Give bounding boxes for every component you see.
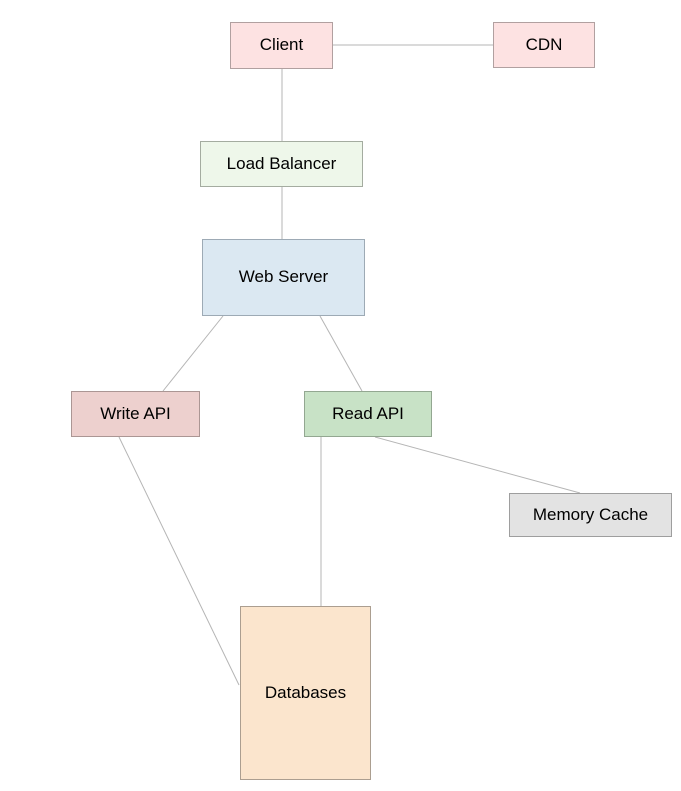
node-label-read-api: Read API	[332, 403, 404, 423]
node-load-balancer: Load Balancer	[200, 141, 363, 187]
node-databases: Databases	[240, 606, 371, 780]
node-client: Client	[230, 22, 333, 69]
node-label-databases: Databases	[264, 682, 347, 702]
node-label-load-balancer: Load Balancer	[226, 153, 337, 173]
node-label-cdn: CDN	[525, 34, 563, 54]
edge-write-api-databases	[118, 436, 240, 686]
node-label-web-server: Web Server	[238, 267, 329, 287]
node-read-api: Read API	[304, 391, 432, 437]
edge-web-server-read-api	[319, 315, 363, 392]
node-label-write-api: Write API	[100, 403, 171, 423]
node-web-server: Web Server	[202, 239, 365, 316]
edge-web-server-write-api	[162, 315, 224, 392]
node-label-memory-cache: Memory Cache	[532, 504, 649, 524]
node-write-api: Write API	[71, 391, 200, 437]
node-cdn: CDN	[493, 22, 595, 68]
node-memory-cache: Memory Cache	[509, 493, 672, 537]
edge-read-api-memory-cache	[374, 436, 581, 494]
node-label-client: Client	[259, 35, 304, 55]
